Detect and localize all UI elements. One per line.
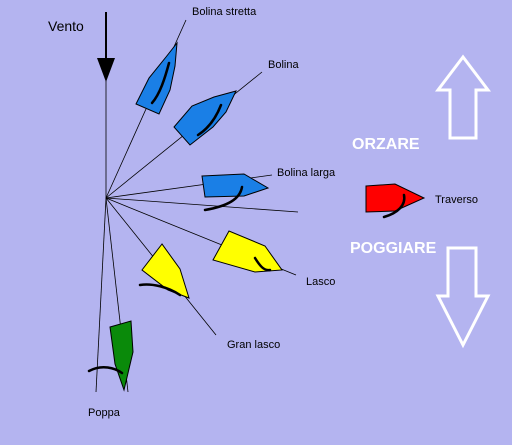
poggiare-label: POGGIARE <box>350 240 437 257</box>
label-poppa: Poppa <box>88 407 121 419</box>
label-traverso: Traverso <box>435 194 478 206</box>
label-bolina-larga: Bolina larga <box>277 167 336 179</box>
arrow-up-icon <box>434 54 492 140</box>
boat-bolina-larga <box>201 173 270 212</box>
ray-poppa-a <box>95 197 107 393</box>
boat-poppa <box>87 320 134 392</box>
arrow-down-icon <box>435 246 491 349</box>
label-lasco: Lasco <box>306 276 335 288</box>
label-bolina-stretta: Bolina stretta <box>192 6 257 18</box>
boat-bolina <box>173 90 237 146</box>
label-gran-lasco: Gran lasco <box>227 339 280 351</box>
boat-bolina-stretta <box>135 41 178 115</box>
boat-gran-lasco <box>138 243 190 299</box>
wind-label: Vento <box>48 18 84 34</box>
boat-traverso <box>365 183 426 219</box>
boat-lasco <box>212 230 283 273</box>
orzare-label: ORZARE <box>352 136 420 153</box>
label-bolina: Bolina <box>268 59 299 71</box>
ray-traverso <box>105 197 299 213</box>
